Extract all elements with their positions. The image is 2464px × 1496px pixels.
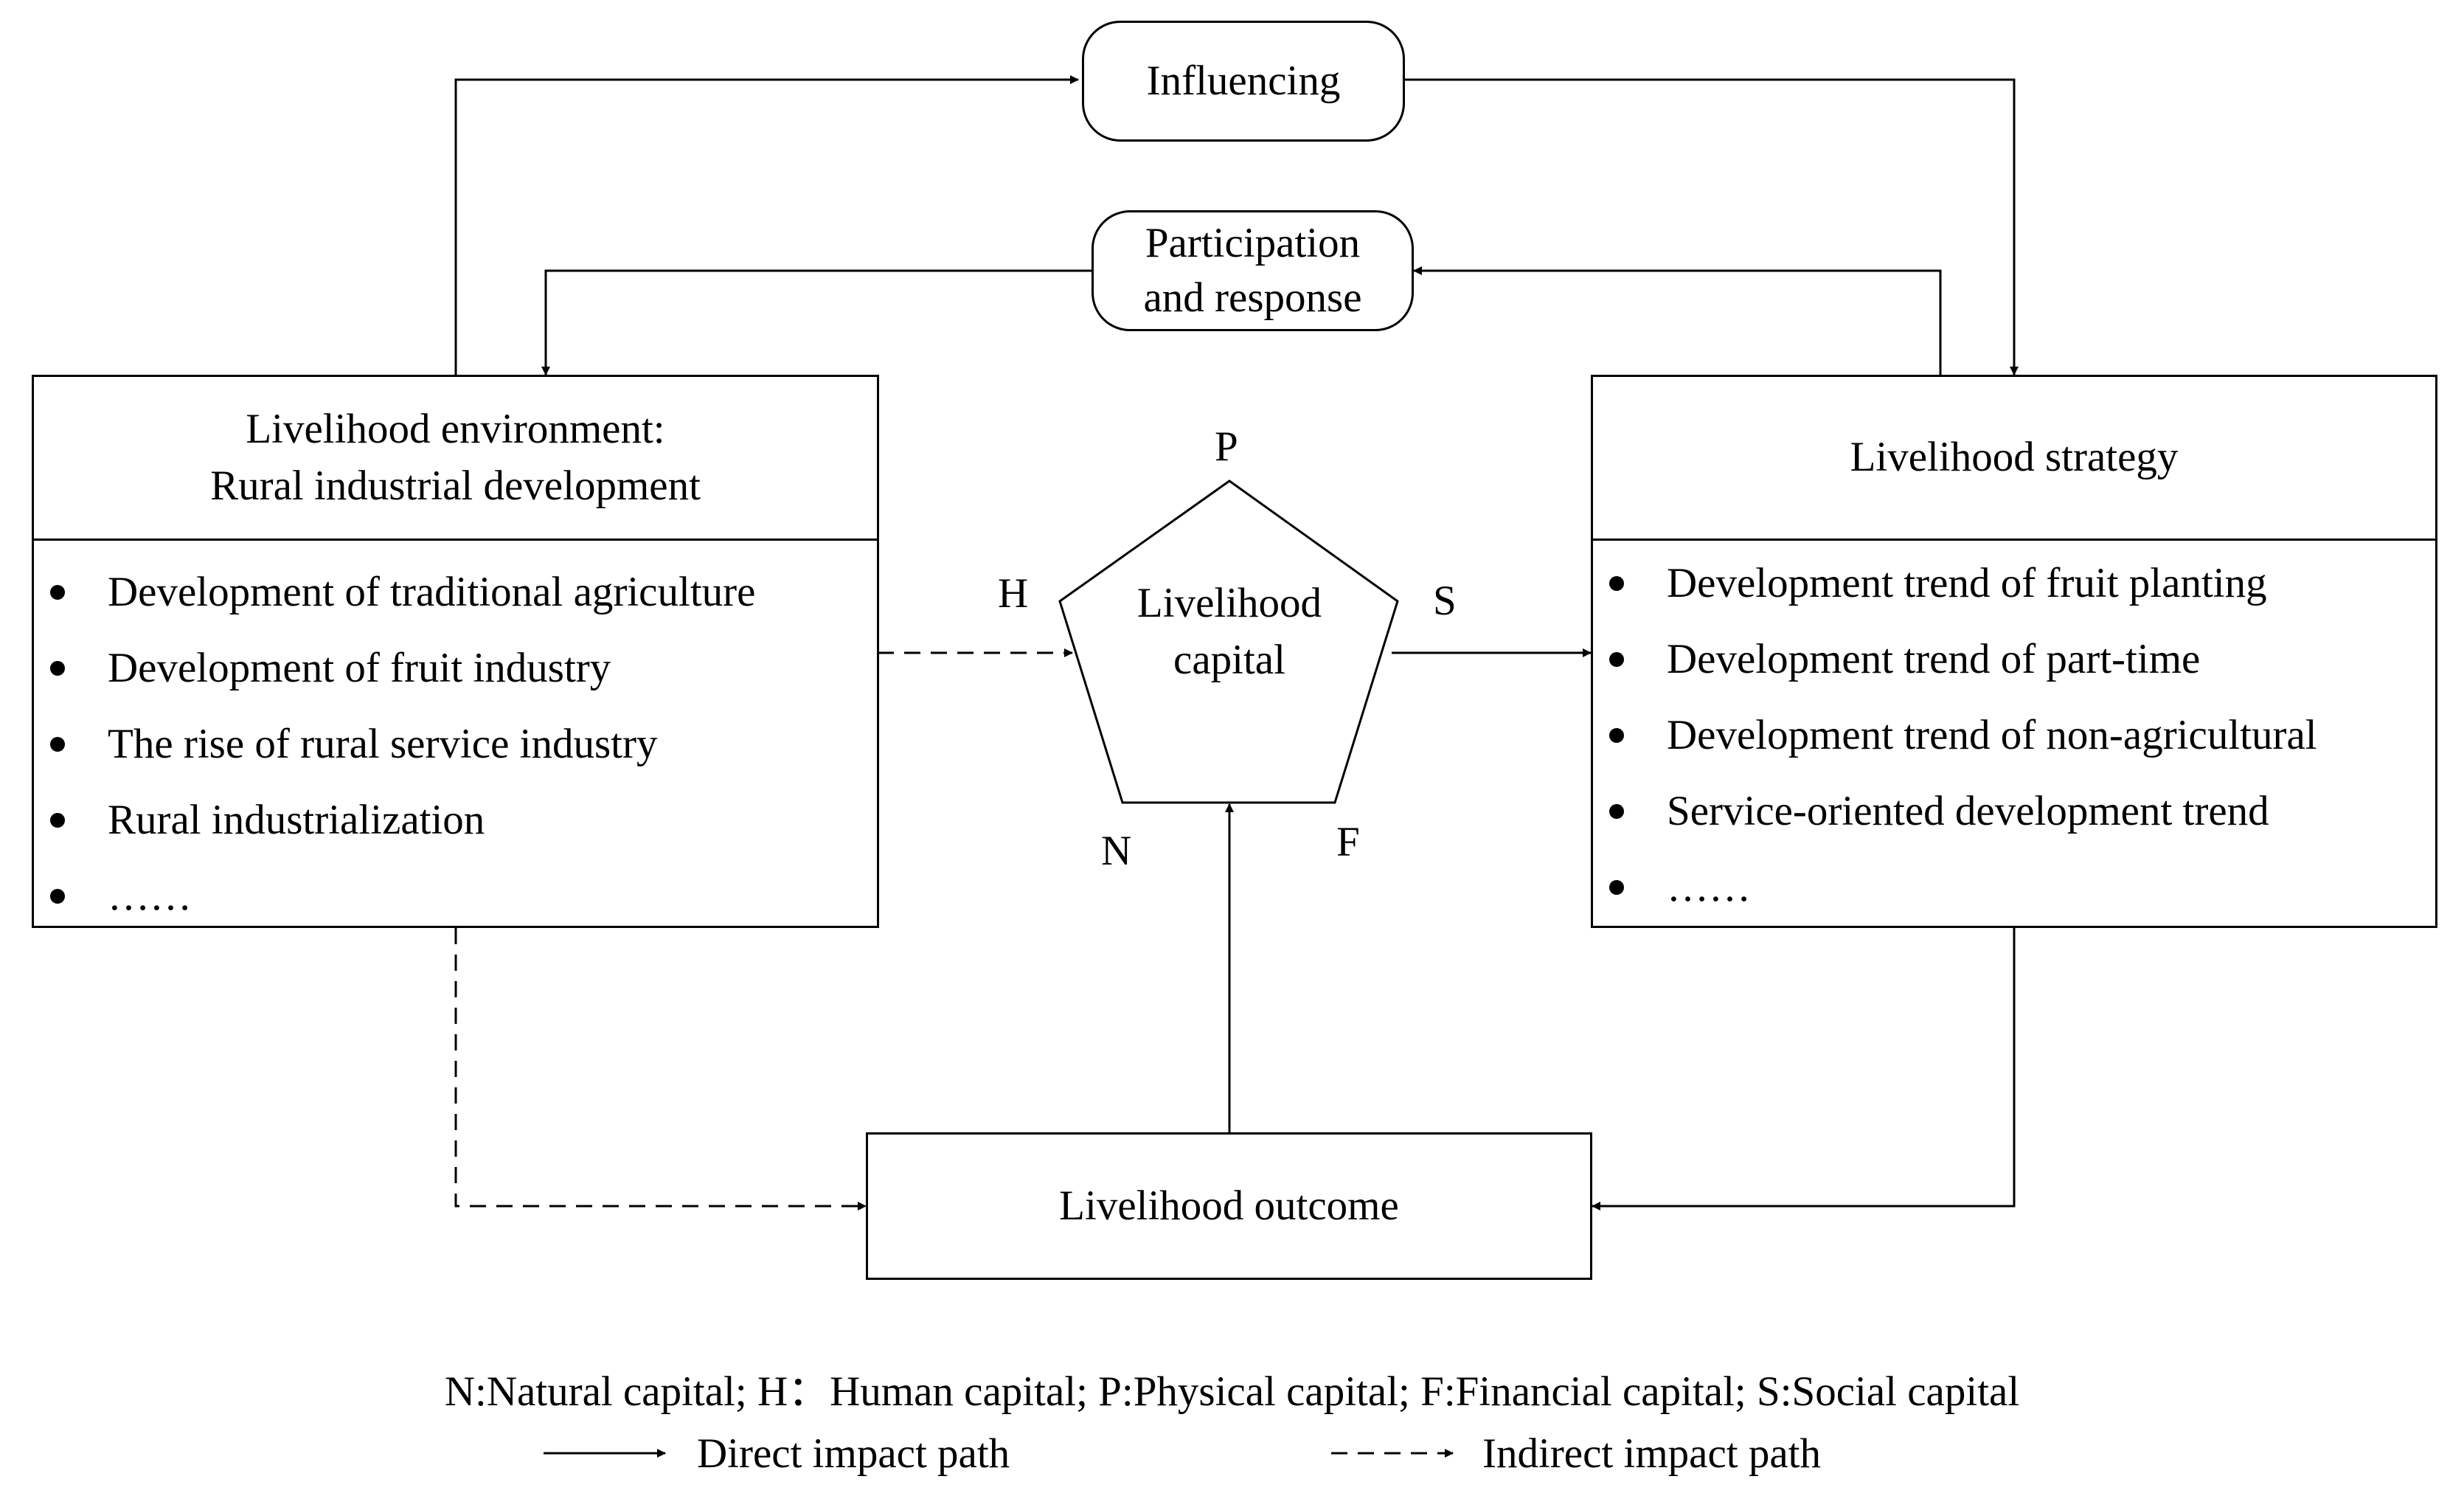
bullet-icon	[50, 812, 65, 828]
pentagon-label-s: S	[1433, 578, 1457, 624]
environment-title-line1: Livelihood environment:	[246, 405, 665, 452]
livelihood-capital-label: Livelihood capital	[1082, 575, 1377, 689]
list-item-text: Development of fruit industry	[108, 645, 611, 691]
bullet-icon	[1609, 651, 1624, 667]
list-item-text: Development trend of non-agricultural	[1667, 712, 2317, 758]
list-item: Service-oriented development trend	[1593, 773, 2435, 849]
list-item-text: Development trend of part-time	[1667, 636, 2201, 682]
bullet-icon	[1609, 879, 1624, 895]
arrow-participation-to-environment	[541, 269, 1092, 375]
arrow-influencing-to-strategy	[1405, 78, 2019, 375]
list-item: ……	[34, 858, 877, 934]
list-item-text: Service-oriented development trend	[1667, 788, 2269, 834]
list-item-text: Development trend of fruit planting	[1667, 560, 2267, 606]
influencing-label: Influencing	[1146, 57, 1341, 104]
list-item-text: ……	[108, 873, 192, 919]
legend-indirect-label: Indirect impact path	[1482, 1430, 1821, 1477]
list-item: ……	[1593, 849, 2435, 925]
bullet-icon	[1609, 803, 1624, 819]
list-item: Development of fruit industry	[34, 630, 877, 706]
list-item-text: ……	[1667, 864, 1751, 910]
list-item: Rural industrialization	[34, 782, 877, 858]
arrow-environment-to-influencing	[454, 75, 1079, 375]
participation-label-line1: Participation	[1145, 219, 1361, 266]
environment-title-line2: Rural industrial development	[210, 462, 701, 509]
bullet-icon	[50, 660, 65, 676]
list-item: Development trend of fruit planting	[1593, 545, 2435, 621]
capital-label-line2: capital	[1173, 636, 1285, 683]
bullet-icon	[1609, 575, 1624, 591]
strategy-item-list: Development trend of fruit planting Deve…	[1593, 545, 2435, 925]
bullet-icon	[50, 584, 65, 600]
livelihood-capital-pentagon	[1058, 479, 1399, 804]
bullet-icon	[50, 888, 65, 904]
pentagon-label-n: N	[1101, 828, 1132, 874]
list-item: Development of traditional agriculture	[34, 554, 877, 630]
strategy-title-text: Livelihood strategy	[1850, 434, 2179, 481]
bullet-icon	[1609, 727, 1624, 743]
legend-abbreviations: N:Natural capital; H：Human capital; P:Ph…	[444, 1368, 2020, 1415]
list-item-text: Rural industrialization	[108, 797, 485, 843]
arrow-strategy-to-outcome	[1592, 928, 2016, 1211]
arrow-strategy-to-participation	[1413, 266, 1942, 375]
pentagon-label-h: H	[998, 570, 1029, 617]
livelihood-outcome-box: Livelihood outcome	[866, 1132, 1592, 1280]
list-item-text: Development of traditional agriculture	[108, 569, 756, 615]
capital-label-line1: Livelihood	[1136, 580, 1322, 626]
livelihood-strategy-title: Livelihood strategy	[1593, 377, 2435, 541]
list-item-text: The rise of rural service industry	[108, 721, 658, 767]
list-item: Development trend of part-time	[1593, 621, 2435, 697]
arrow-environment-to-outcome-dashed	[454, 928, 867, 1211]
livelihood-strategy-box: Livelihood strategy Development trend of…	[1591, 375, 2437, 928]
list-item: Development trend of non-agricultural	[1593, 697, 2435, 773]
participation-label-line2: and response	[1143, 274, 1362, 321]
pentagon-label-f: F	[1336, 819, 1360, 865]
bullet-icon	[50, 736, 65, 752]
pentagon-label-p: P	[1215, 423, 1238, 470]
livelihood-environment-box: Livelihood environment: Rural industrial…	[32, 375, 879, 928]
participation-node: Participation and response	[1092, 210, 1414, 331]
outcome-label: Livelihood outcome	[1059, 1182, 1399, 1229]
list-item: The rise of rural service industry	[34, 706, 877, 782]
legend-direct-label: Direct impact path	[697, 1430, 1010, 1477]
influencing-node: Influencing	[1082, 21, 1405, 142]
livelihood-environment-title: Livelihood environment: Rural industrial…	[34, 377, 877, 541]
environment-item-list: Development of traditional agriculture D…	[34, 554, 877, 934]
